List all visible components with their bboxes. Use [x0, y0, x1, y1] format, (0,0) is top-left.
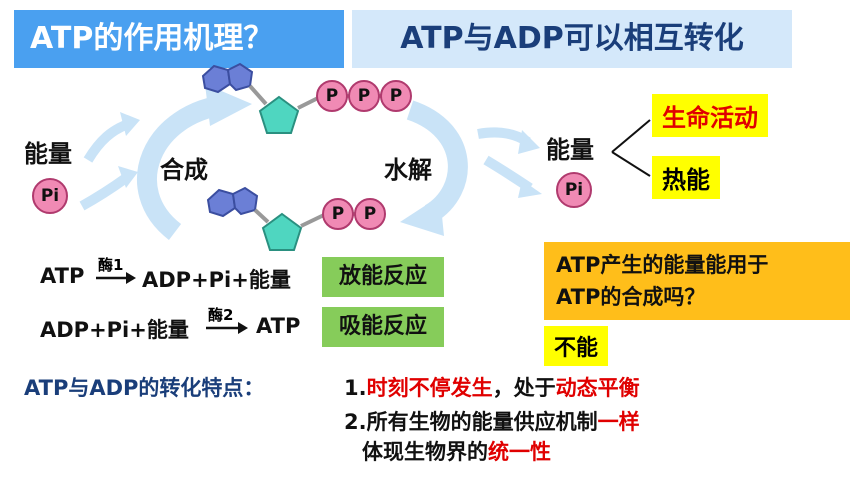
feature-3-text: 体现生物界的 — [362, 440, 488, 464]
feature-1-emphasis-1: 时刻不停发生 — [366, 376, 493, 400]
feature-1-number: 1. — [344, 376, 367, 400]
title-atp-adp-conversion: ATP与ADP可以相互转化 — [352, 10, 792, 68]
ribose-icon — [261, 212, 303, 251]
energy-label-right: 能量 — [546, 136, 594, 164]
feature-1-emphasis-2: 动态平衡 — [555, 376, 640, 400]
reaction-1-left: ATP — [40, 264, 85, 288]
hydrolysis-arc-arrow — [406, 100, 468, 223]
phosphate-circle-adp-2: P — [354, 198, 386, 230]
pi-in-arrow — [79, 173, 129, 211]
phosphate-circle-atp-3: P — [380, 80, 412, 112]
feature-1: 1.时刻不停发生，处于动态平衡 — [344, 372, 640, 402]
reaction-1-enzyme: 酶1 — [98, 256, 124, 274]
ribose-icon — [258, 95, 300, 134]
reaction-2-enzyme: 酶2 — [208, 306, 234, 324]
adp-molecule — [206, 186, 356, 251]
title-atp-mechanism: ATP的作用机理？ — [14, 10, 344, 68]
energy-label-left: 能量 — [24, 140, 72, 168]
output-life-activity: 生命活动 — [652, 94, 768, 137]
energy-in-arrow — [83, 119, 130, 163]
adenine-icon — [201, 64, 232, 94]
feature-2-emphasis: 一样 — [597, 410, 640, 434]
features-heading: ATP与ADP的转化特点： — [24, 376, 265, 400]
pi-circle-right: Pi — [556, 172, 592, 208]
phosphate-circle-atp-1: P — [316, 80, 348, 112]
reaction-2-right: ATP — [256, 314, 301, 338]
branch-line-heat — [611, 151, 651, 177]
feature-2-number: 2. — [344, 410, 367, 434]
question-line-2: ATP的合成吗？ — [556, 285, 706, 309]
question-box: ATP产生的能量能用于 ATP的合成吗？ — [544, 242, 850, 320]
synthesis-arc-arrow — [137, 94, 232, 240]
feature-2: 2.所有生物的能量供应机制一样 — [344, 406, 640, 436]
pi-circle-left: Pi — [32, 178, 68, 214]
synthesis-label: 合成 — [160, 156, 208, 184]
hydrolysis-label: 水解 — [384, 156, 432, 184]
feature-3: 体现生物界的统一性 — [362, 436, 551, 466]
output-heat: 热能 — [652, 156, 720, 199]
feature-3-emphasis: 统一性 — [488, 440, 551, 464]
feature-1-middle: ，处于 — [492, 376, 556, 400]
question-line-1: ATP产生的能量能用于 — [556, 253, 769, 277]
answer-badge: 不能 — [544, 326, 609, 366]
feature-2-text: 所有生物的能量供应机制 — [366, 410, 598, 434]
phosphate-circle-adp-1: P — [322, 198, 354, 230]
synthesis-arrowhead — [205, 84, 252, 126]
reaction-1-type: 放能反应 — [322, 257, 444, 297]
branch-line-life — [611, 119, 651, 153]
atp-molecule — [201, 62, 384, 134]
reaction-2-left: ADP+Pi+能量 — [40, 318, 189, 342]
reaction-2-type: 吸能反应 — [322, 307, 444, 347]
hydrolysis-arrowhead — [400, 196, 444, 236]
phosphate-circle-atp-2: P — [348, 80, 380, 112]
reaction-1-right: ADP+Pi+能量 — [142, 268, 291, 292]
adenine-icon — [206, 188, 237, 218]
